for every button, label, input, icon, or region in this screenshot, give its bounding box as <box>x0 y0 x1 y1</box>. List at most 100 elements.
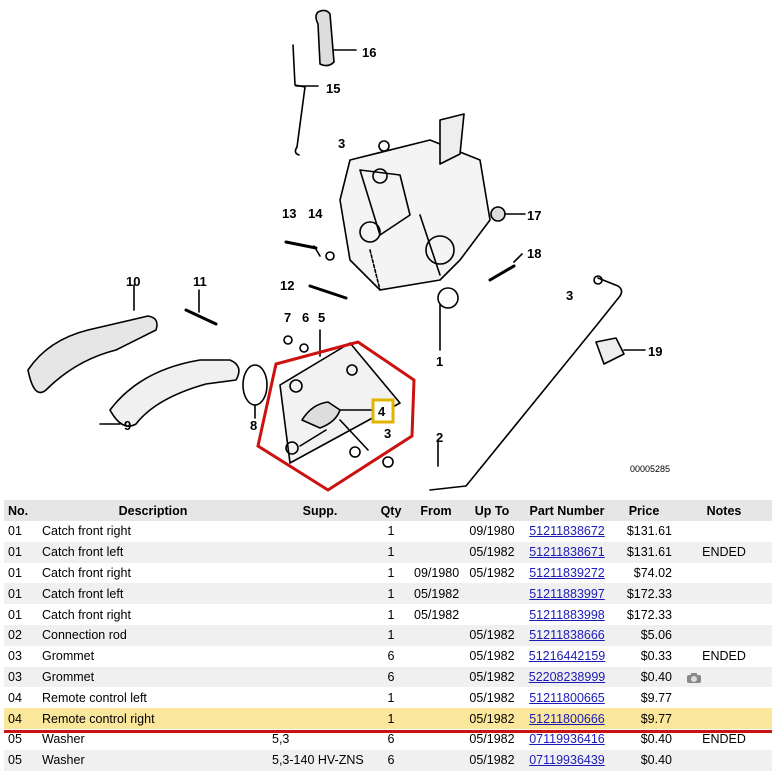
part-number-link[interactable]: 51211838672 <box>529 524 605 539</box>
table-cell-qty-text: 1 <box>387 524 395 539</box>
callout-17[interactable]: 17 <box>527 208 541 223</box>
callout-9[interactable]: 9 <box>124 418 131 433</box>
col-header-supp: Supp. <box>268 500 372 521</box>
table-cell-qty: 1 <box>372 708 410 729</box>
callout-10[interactable]: 10 <box>126 274 140 289</box>
part-number-link[interactable]: 51211838666 <box>529 628 605 643</box>
table-cell-no: 05 <box>4 729 38 750</box>
part-number-link[interactable]: 51211839272 <box>529 565 605 580</box>
callout-15[interactable]: 15 <box>326 81 340 96</box>
callout-19[interactable]: 19 <box>648 344 662 359</box>
table-cell-qty: 1 <box>372 541 410 563</box>
part-number-link[interactable]: 07119936439 <box>529 753 605 768</box>
callout-3-plate[interactable]: 3 <box>384 426 391 441</box>
table-cell-part-number: 07119936439 <box>522 749 612 771</box>
table-cell-supp-text: 5,3 <box>272 732 290 747</box>
callout-2[interactable]: 2 <box>436 430 443 445</box>
table-cell-qty-text: 1 <box>387 586 395 601</box>
table-cell-notes <box>676 583 772 605</box>
part-number-link[interactable]: 51216442159 <box>528 649 606 664</box>
table-cell-supp <box>268 541 372 563</box>
col-header-notes: Notes <box>676 500 772 521</box>
table-cell-upto-text: 05/1982 <box>469 649 515 664</box>
highlight-underline <box>4 730 772 733</box>
part-number-link[interactable]: 51211883997 <box>529 586 605 601</box>
table-cell-from: 05/1982 <box>410 583 462 605</box>
callout-18[interactable]: 18 <box>527 246 541 261</box>
table-cell-from <box>410 666 462 688</box>
table-cell-supp <box>268 563 372 584</box>
table-cell-price-text: $0.40 <box>640 669 672 684</box>
callout-11[interactable]: 11 <box>193 274 207 289</box>
table-cell-description-text: Washer <box>42 732 85 747</box>
table-cell-supp <box>268 604 372 625</box>
callout-6[interactable]: 6 <box>302 310 309 325</box>
table-cell-qty: 1 <box>372 624 410 646</box>
table-cell-supp <box>268 708 372 729</box>
part-number-link[interactable]: 52208238999 <box>528 669 606 684</box>
callout-1[interactable]: 1 <box>436 354 443 369</box>
part-number-link[interactable]: 51211800666 <box>529 711 605 726</box>
part-number-link[interactable]: 51211883998 <box>529 607 605 622</box>
table-cell-no-text: 01 <box>8 545 22 560</box>
col-header-from: From <box>410 500 462 521</box>
table-cell-no-text: 04 <box>8 690 22 705</box>
part-number-link[interactable]: 07119936416 <box>529 732 605 747</box>
table-cell-notes-text: ENDED <box>702 732 746 747</box>
table-cell-part-number: 51211800666 <box>522 708 612 729</box>
table-cell-from-text: 05/1982 <box>414 607 460 622</box>
part-number-link[interactable]: 51211800665 <box>529 690 605 705</box>
callout-8[interactable]: 8 <box>250 418 257 433</box>
table-cell-qty-text: 1 <box>387 545 395 560</box>
callout-5[interactable]: 5 <box>318 310 325 325</box>
table-cell-part-number: 52208238999 <box>522 666 612 688</box>
camera-icon[interactable] <box>686 672 702 684</box>
callout-4[interactable]: 4 <box>378 404 386 419</box>
table-cell-price-text: $74.02 <box>633 565 672 580</box>
table-cell-part-number: 51211839272 <box>522 563 612 584</box>
callout-3-top[interactable]: 3 <box>338 136 345 151</box>
part-number-link[interactable]: 51211838671 <box>529 545 605 560</box>
table-cell-description-text: Grommet <box>42 669 95 684</box>
table-cell-supp <box>268 624 372 646</box>
table-cell-upto: 05/1982 <box>462 749 522 771</box>
callout-16[interactable]: 16 <box>362 45 376 60</box>
table-cell-part-number: 51211838666 <box>522 624 612 646</box>
table-cell-price: $0.40 <box>612 729 676 750</box>
table-cell-no: 03 <box>4 666 38 688</box>
table-cell-upto: 05/1982 <box>462 624 522 646</box>
table-cell-upto-text: 05/1982 <box>469 690 515 705</box>
table-cell-price: $5.06 <box>612 624 676 646</box>
table-cell-part-number: 51211883998 <box>522 604 612 625</box>
table-cell-no: 01 <box>4 541 38 563</box>
table-cell-supp-text: 5,3-140 HV-ZNS <box>272 753 364 768</box>
table-cell-price: $9.77 <box>612 687 676 708</box>
callout-12[interactable]: 12 <box>280 278 294 293</box>
table-cell-no-text: 01 <box>8 586 22 601</box>
table-cell-notes: ENDED <box>676 729 772 750</box>
table-cell-price-text: $9.77 <box>640 690 672 705</box>
table-cell-price: $131.61 <box>612 521 676 542</box>
callout-7[interactable]: 7 <box>284 310 291 325</box>
table-cell-supp <box>268 646 372 667</box>
callout-13[interactable]: 13 <box>282 206 296 221</box>
table-cell-no-text: 03 <box>8 649 22 664</box>
exploded-view-drawing: 16 15 3 13 14 17 18 10 11 12 7 6 5 4 8 9… <box>27 9 670 492</box>
table-cell-from <box>410 624 462 646</box>
table-cell-price-text: $0.40 <box>640 753 672 768</box>
callout-14[interactable]: 14 <box>308 206 323 221</box>
callout-3-right[interactable]: 3 <box>566 288 573 303</box>
col-header-no: No. <box>4 500 38 521</box>
